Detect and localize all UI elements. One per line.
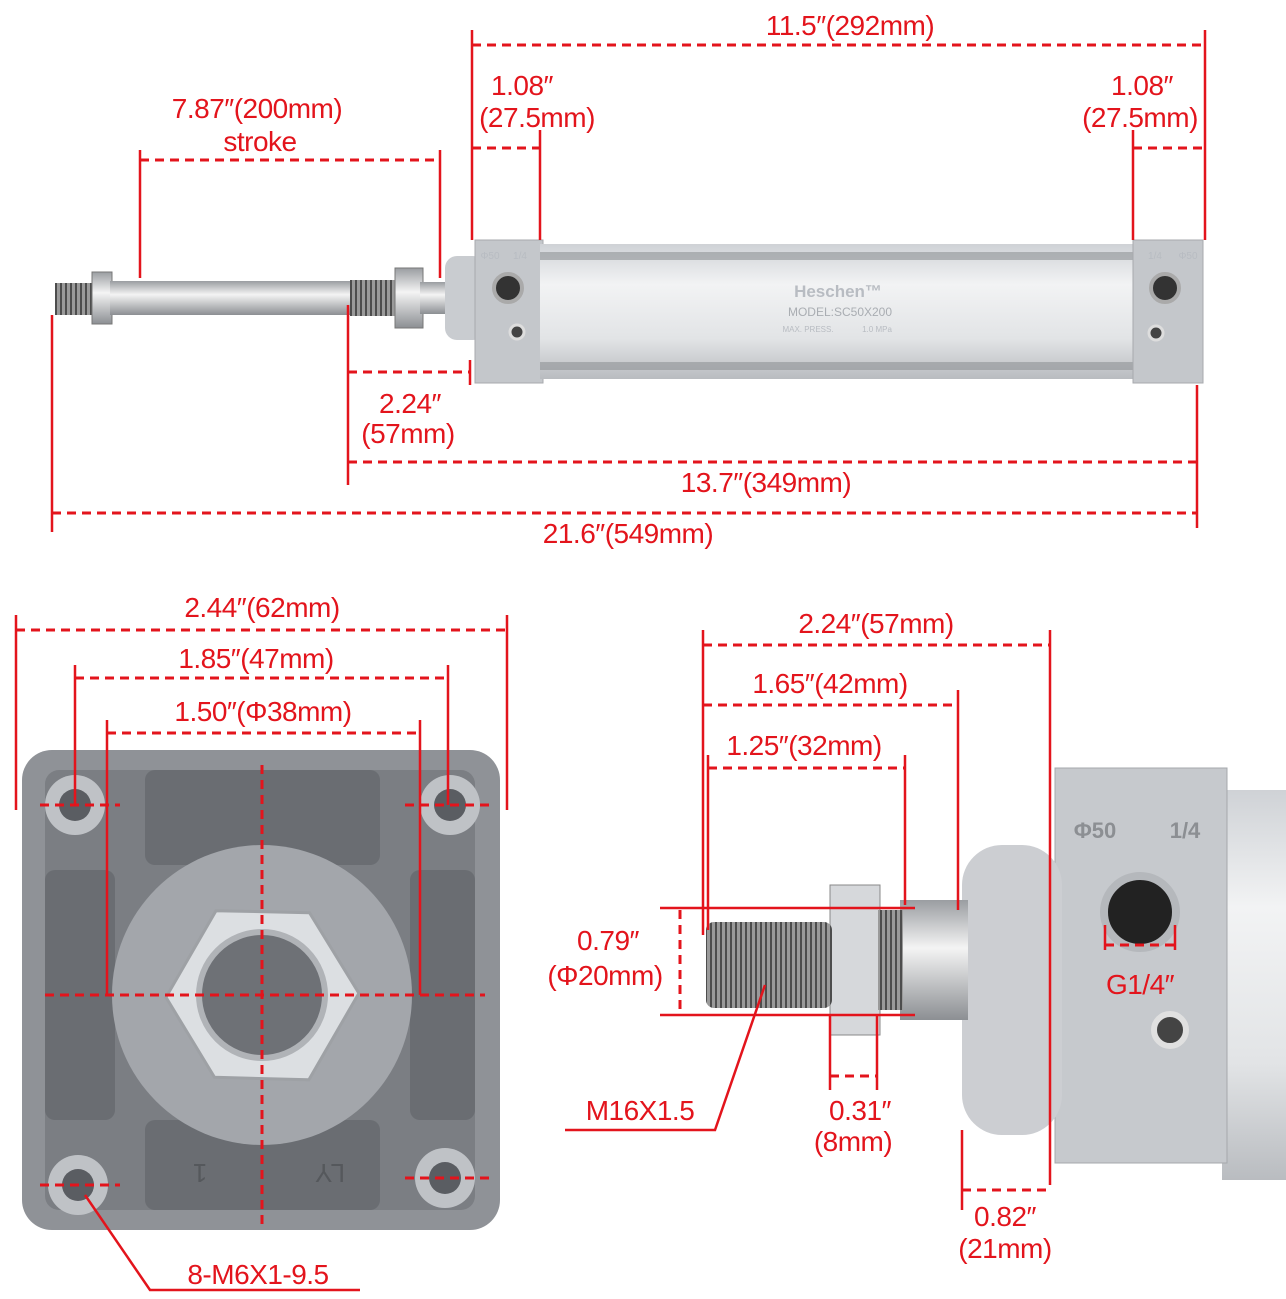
rear-cap-mm-label: (27.5mm) — [1082, 102, 1198, 133]
cap-mark: 1/4 — [513, 251, 527, 262]
flange-mark: LY — [315, 1158, 345, 1188]
cap-mark: Φ50 — [1178, 251, 1198, 262]
boss-length-label: 0.82″ — [974, 1201, 1036, 1232]
rear-port — [1149, 272, 1181, 304]
piston-rod — [110, 281, 355, 315]
boss-length-mm-label: (21mm) — [958, 1233, 1051, 1264]
rod-extension-mm-label: (57mm) — [361, 418, 454, 449]
detail-port — [1100, 872, 1180, 952]
retracted-length-label: 13.7″(349mm) — [681, 467, 851, 498]
side-view-cylinder: Φ50 1/4 1/4 Φ50 Heschen™ MODEL:SC50X200 … — [55, 239, 1204, 384]
detail-boss — [962, 845, 1062, 1135]
stroke-caption: stroke — [223, 126, 296, 157]
cap-mark: Φ50 — [480, 251, 500, 262]
model-label: MODEL:SC50X200 — [788, 305, 892, 319]
rod-nut — [91, 271, 113, 325]
rod-detail-view: Φ50 1/4 — [706, 767, 1286, 1180]
thread-spec-label: M16X1.5 — [586, 1095, 695, 1126]
nut-width-label: 0.31″ — [829, 1095, 891, 1126]
stroke-label: 7.87″(200mm) — [172, 93, 342, 124]
flange-width-label: 2.44″(62mm) — [184, 592, 339, 623]
pressure-value: 1.0 MPa — [862, 325, 892, 334]
rear-cap-label: 1.08″ — [1111, 70, 1173, 101]
detail-thread — [706, 922, 832, 1008]
thread-diameter-label: 0.79″ — [577, 925, 639, 956]
flange-mark: 1 — [193, 1158, 207, 1188]
rear-cap — [1132, 239, 1204, 384]
rod-detail-dimensions: 2.24″(57mm) 1.65″(42mm) 1.25″(32mm) 0.79… — [547, 608, 1177, 1264]
detail-front-cap — [1054, 767, 1228, 1164]
cap-mark: 1/4 — [1148, 251, 1162, 262]
thread-diameter-mm-label: (Φ20mm) — [547, 960, 662, 991]
port-size-label: G1/4″ — [1106, 969, 1175, 1000]
front-view-dimensions: 2.44″(62mm) 1.85″(47mm) 1.50″(Φ38mm) 8-M… — [14, 592, 509, 1292]
cap-mark: 1/4 — [1170, 818, 1201, 843]
rear-cushion-screw — [1147, 324, 1165, 342]
front-cushion-screw — [508, 323, 526, 341]
tie-rod-bottom — [540, 362, 1135, 370]
side-view-dimensions: 11.5″(292mm) 1.08″ (27.5mm) 1.08″ (27.5m… — [50, 10, 1207, 549]
rod-total-label: 2.24″(57mm) — [798, 608, 953, 639]
rod-extension-label: 2.24″ — [379, 388, 441, 419]
front-cap-label: 1.08″ — [491, 70, 553, 101]
detail-nut — [829, 884, 881, 1036]
cap-mark: Φ50 — [1074, 818, 1117, 843]
barrel — [540, 244, 1135, 379]
front-cap-mm-label: (27.5mm) — [479, 102, 595, 133]
tie-rod-top — [540, 252, 1135, 260]
boss-diameter-label: 1.50″(Φ38mm) — [174, 696, 351, 727]
front-port — [492, 272, 524, 304]
thread-length-label: 1.25″(32mm) — [726, 730, 881, 761]
nut-width-mm-label: (8mm) — [814, 1126, 892, 1157]
pressure-label: MAX. PRESS. — [782, 325, 833, 334]
body-length-label: 11.5″(292mm) — [766, 10, 934, 41]
bolt-spacing-label: 1.85″(47mm) — [178, 643, 333, 674]
detail-rod-neck — [900, 900, 968, 1020]
rod-gland-thread — [350, 280, 400, 316]
detail-cushion-screw — [1151, 1011, 1189, 1049]
bolt-thread-label: 8-M6X1-9.5 — [187, 1259, 328, 1290]
extended-length-label: 21.6″(549mm) — [543, 518, 713, 549]
brand-logo: Heschen™ — [794, 282, 882, 301]
rod-shoulder-label: 1.65″(42mm) — [752, 668, 907, 699]
gland-nut — [394, 267, 424, 329]
